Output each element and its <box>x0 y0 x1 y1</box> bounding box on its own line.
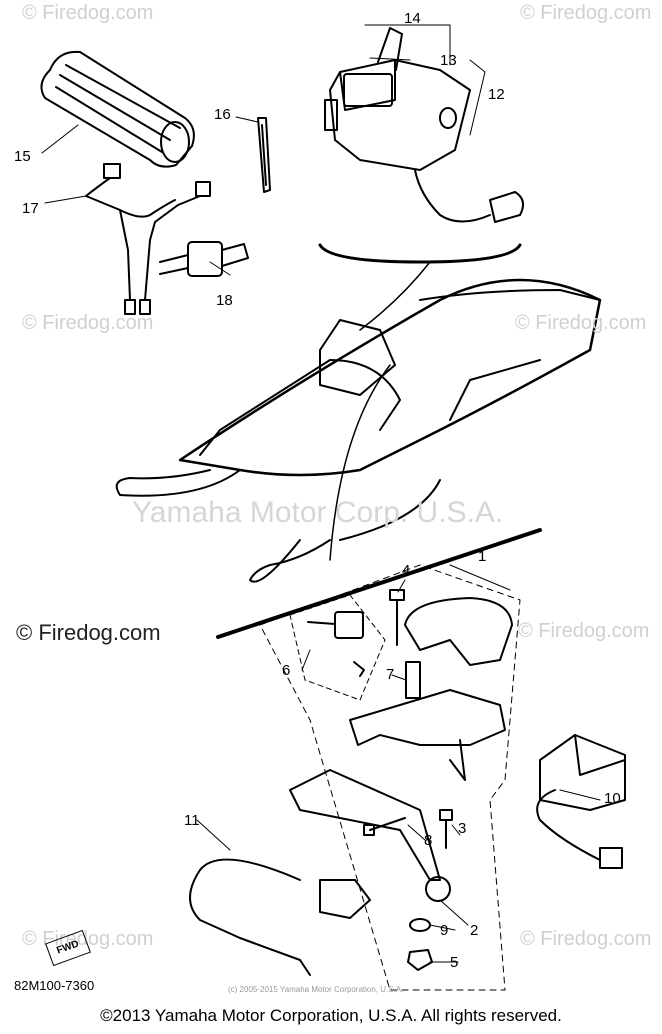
top-group-bracket <box>318 243 522 264</box>
link-arrow-bottom <box>329 364 391 561</box>
callout-label: 18 <box>216 292 233 309</box>
callout-label: 1 <box>478 548 487 565</box>
watermark: © Firedog.com <box>518 620 650 642</box>
assembly-1-outline <box>259 564 521 991</box>
callout-label: 10 <box>604 790 621 807</box>
nut-part-5 <box>407 949 433 971</box>
link-arrow-top <box>359 261 431 331</box>
callout-label: 17 <box>22 200 39 217</box>
callout-label: 7 <box>386 666 395 683</box>
switch-part-18 <box>159 241 249 277</box>
watermark: © Firedog.com <box>22 928 154 950</box>
snowmobile-illustration <box>115 278 602 583</box>
washer-part-9 <box>409 918 431 932</box>
throttle-housing <box>349 689 506 781</box>
switch-housing-part-12 <box>324 59 525 223</box>
watermark: © Firedog.com <box>22 2 154 24</box>
cap-part-13 <box>343 73 393 107</box>
part-number: 82M100-7360 <box>14 978 95 993</box>
callout-label: 9 <box>440 922 449 939</box>
watermark: © Firedog.com <box>16 620 161 645</box>
hand-grip-part-15 <box>40 50 195 168</box>
cable-tie-part-16 <box>257 117 271 193</box>
callout-label: 15 <box>14 148 31 165</box>
harness-part-17 <box>85 163 211 315</box>
callout-label: 16 <box>214 106 231 123</box>
screw-part-4 <box>389 589 405 646</box>
group-6-outline <box>289 594 386 701</box>
watermark: Yamaha Motor Corp. U.S.A. <box>132 496 504 529</box>
callout-label: 3 <box>458 820 467 837</box>
callout-leader-lines <box>41 24 601 963</box>
bolt-part-3 <box>439 809 453 849</box>
cable-part-11 <box>189 858 371 976</box>
throttle-cover <box>404 597 513 666</box>
watermark: © Firedog.com <box>22 312 154 334</box>
callout-label: 12 <box>488 86 505 103</box>
callout-label: 2 <box>470 922 479 939</box>
callout-label: 6 <box>282 662 291 679</box>
small-switch-part-6 <box>307 611 365 677</box>
callout-label: 11 <box>184 812 200 829</box>
lower-group-bracket <box>216 528 542 639</box>
lever-part-14 <box>377 27 403 71</box>
control-unit-part-10 <box>536 734 626 869</box>
copyright-footer: ©2013 Yamaha Motor Corporation, U.S.A. A… <box>100 1006 562 1025</box>
throttle-lever-part-2 <box>289 769 451 902</box>
callout-label: 13 <box>440 52 457 69</box>
screw-part-8 <box>363 817 406 836</box>
watermark: © Firedog.com <box>520 928 652 950</box>
small-copyright: (c) 2005-2015 Yamaha Motor Corporation, … <box>228 985 404 994</box>
callout-label: 4 <box>402 562 411 579</box>
callout-label: 14 <box>404 10 421 27</box>
collar-part-7 <box>405 661 421 699</box>
callout-label: 8 <box>424 832 433 849</box>
watermark: © Firedog.com <box>520 2 652 24</box>
watermark: © Firedog.com <box>515 312 647 334</box>
callout-label: 5 <box>450 954 459 971</box>
